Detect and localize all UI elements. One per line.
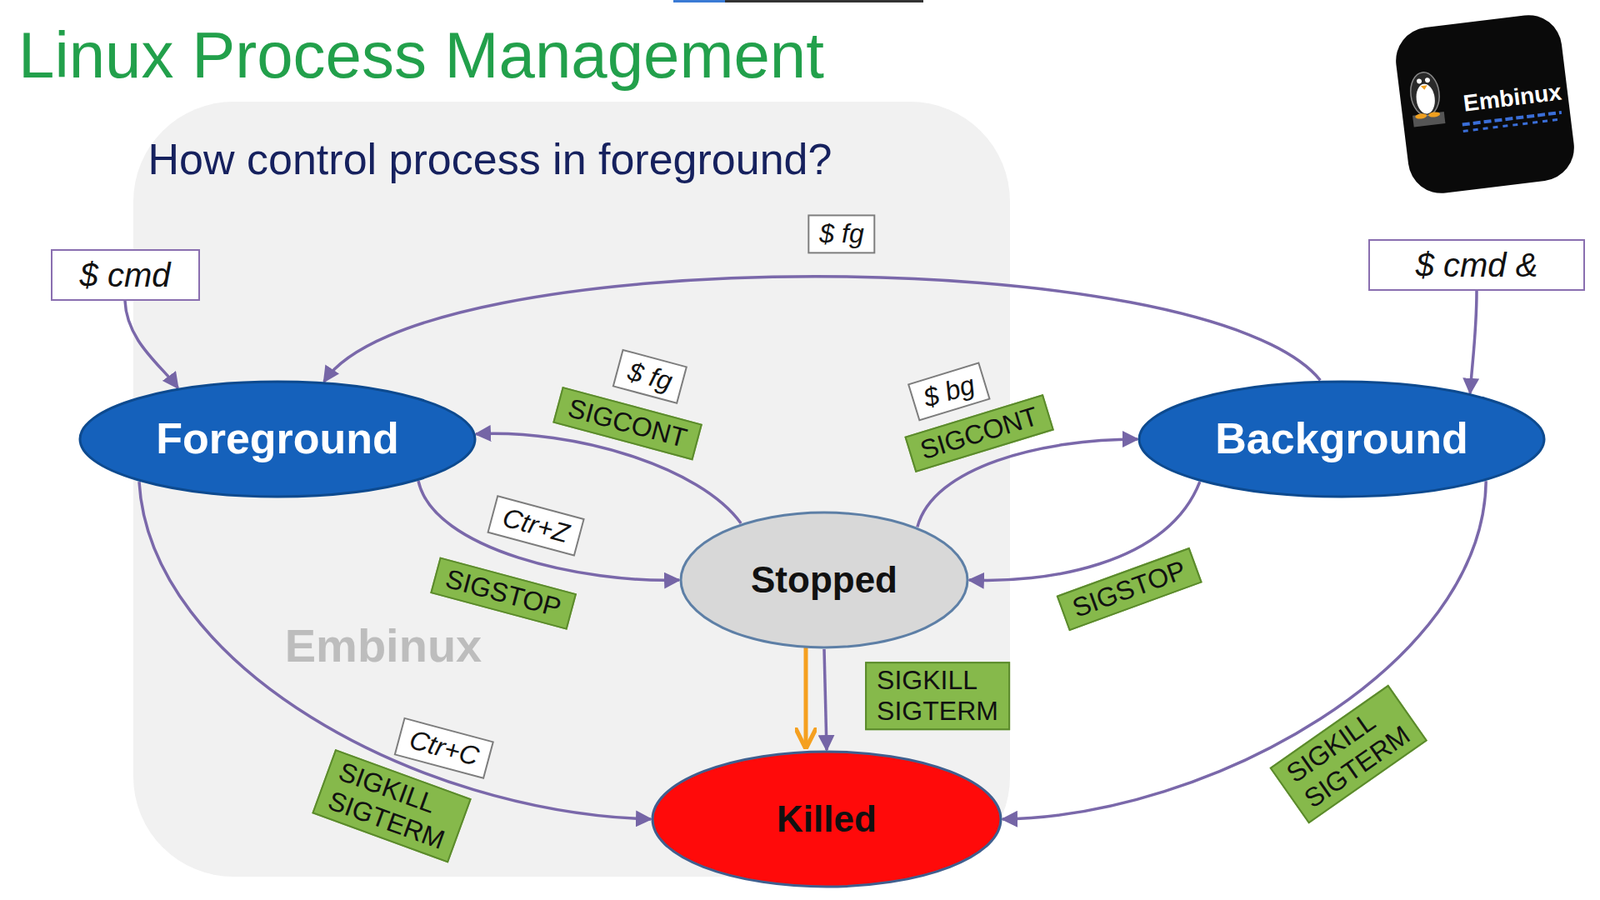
penguin-body	[1408, 70, 1442, 118]
state-ellipse: Stopped	[679, 510, 970, 650]
title: Linux Process Management	[18, 20, 825, 92]
node-text: Foreground	[155, 414, 400, 465]
signal-tag: $ fg	[807, 214, 875, 254]
node-text: $ cmd	[80, 255, 171, 295]
logo	[1392, 11, 1579, 198]
penguin-eye	[1416, 78, 1423, 85]
ellipse-shape	[80, 381, 475, 497]
state-ellipse: Killed	[650, 750, 1003, 889]
node-text: Stopped	[750, 559, 898, 602]
top-bar	[673, 0, 725, 3]
penguin-beak	[1420, 85, 1429, 90]
penguin-eye	[1425, 77, 1431, 84]
signal-tag: SIGSTOP	[1056, 547, 1203, 631]
logo-dashes	[1463, 119, 1563, 132]
command-box: $ cmd	[50, 249, 200, 301]
subtitle: How control process in foreground?	[148, 135, 833, 184]
penguin-belly	[1415, 82, 1437, 115]
state-ellipse: Background	[1137, 380, 1546, 499]
node-text: Background	[1215, 414, 1468, 465]
node-text: Killed	[776, 798, 877, 841]
ellipse-shape	[1139, 381, 1545, 497]
connector	[125, 300, 179, 389]
logo-background	[1392, 11, 1579, 198]
watermark: Embinux	[285, 622, 482, 670]
signal-tag: SIGKILL SIGTERM	[865, 661, 1010, 730]
penguin-foot	[1415, 113, 1428, 120]
connector	[824, 649, 827, 750]
top-bar	[725, 0, 924, 3]
command-box: $ cmd &	[1368, 239, 1585, 291]
highlight-arrow	[804, 633, 809, 747]
signal-tag: SIGKILL SIGTERM	[1269, 685, 1427, 825]
connector	[324, 276, 1321, 382]
connector	[139, 481, 651, 820]
connector	[1002, 480, 1486, 820]
connector	[1470, 290, 1477, 394]
ellipse-shape	[652, 751, 1001, 887]
penguin-foot	[1428, 111, 1441, 119]
state-ellipse: Foreground	[78, 380, 477, 499]
ellipse-shape	[680, 512, 968, 648]
node-text: $ cmd &	[1415, 245, 1539, 285]
